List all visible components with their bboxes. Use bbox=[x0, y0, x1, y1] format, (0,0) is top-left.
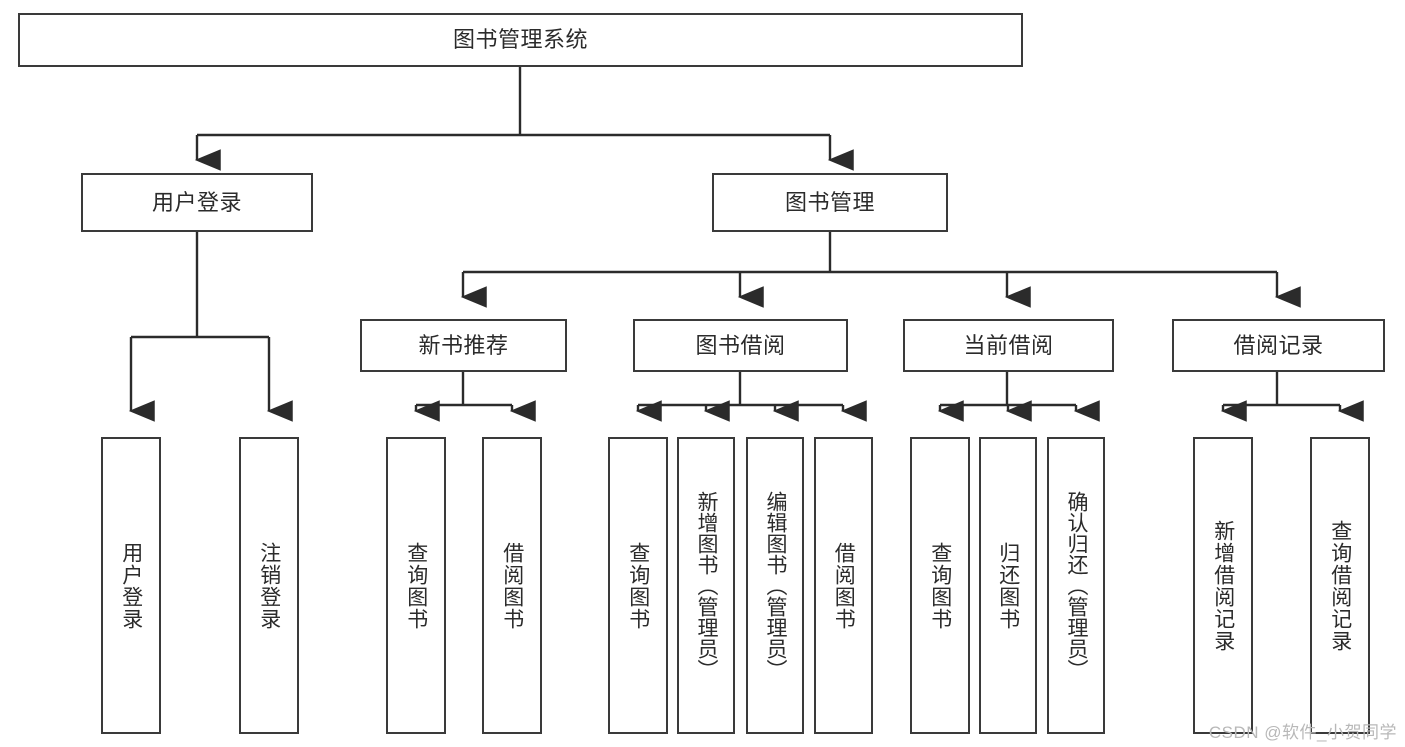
node-label: 编辑图书（管理员） bbox=[764, 491, 788, 680]
node-label: 新书推荐 bbox=[418, 332, 509, 358]
node-label: 图书管理系统 bbox=[452, 27, 588, 53]
leaf-borrow-book-recommend[interactable]: 借阅图书 bbox=[482, 437, 542, 734]
leaf-query-book-current[interactable]: 查询图书 bbox=[910, 437, 970, 734]
node-user-login[interactable]: 用户登录 bbox=[81, 173, 313, 232]
node-label: 借阅图书 bbox=[832, 541, 856, 630]
node-label: 图书借阅 bbox=[695, 332, 786, 358]
leaf-query-book-recommend[interactable]: 查询图书 bbox=[386, 437, 446, 734]
leaf-confirm-return-admin[interactable]: 确认归还（管理员） bbox=[1047, 437, 1105, 734]
node-borrow-records[interactable]: 借阅记录 bbox=[1172, 319, 1385, 372]
leaf-edit-book-admin[interactable]: 编辑图书（管理员） bbox=[746, 437, 804, 734]
leaf-user-login[interactable]: 用户登录 bbox=[101, 437, 161, 734]
node-label: 新增图书（管理员） bbox=[695, 491, 719, 680]
node-current-borrow[interactable]: 当前借阅 bbox=[903, 319, 1114, 372]
node-label: 借阅记录 bbox=[1233, 332, 1324, 358]
node-label: 新增借阅记录 bbox=[1211, 519, 1235, 652]
node-label: 用户登录 bbox=[151, 189, 242, 215]
node-label: 查询图书 bbox=[626, 541, 650, 630]
node-label: 查询借阅记录 bbox=[1328, 519, 1352, 652]
node-book-borrow[interactable]: 图书借阅 bbox=[633, 319, 848, 372]
leaf-query-borrow-record[interactable]: 查询借阅记录 bbox=[1310, 437, 1370, 734]
leaf-return-book[interactable]: 归还图书 bbox=[979, 437, 1037, 734]
node-label: 用户登录 bbox=[119, 541, 143, 630]
node-new-book-recommend[interactable]: 新书推荐 bbox=[360, 319, 567, 372]
watermark-text: CSDN @软件_小贺同学 bbox=[1208, 723, 1397, 742]
node-label: 注销登录 bbox=[257, 541, 281, 630]
leaf-logout[interactable]: 注销登录 bbox=[239, 437, 299, 734]
node-label: 图书管理 bbox=[784, 189, 875, 215]
node-label: 当前借阅 bbox=[963, 332, 1054, 358]
node-root-book-management-system[interactable]: 图书管理系统 bbox=[18, 13, 1023, 67]
node-label: 查询图书 bbox=[928, 541, 952, 630]
node-label: 借阅图书 bbox=[500, 541, 524, 630]
leaf-query-book-borrow[interactable]: 查询图书 bbox=[608, 437, 668, 734]
leaf-add-borrow-record[interactable]: 新增借阅记录 bbox=[1193, 437, 1253, 734]
node-label: 查询图书 bbox=[404, 541, 428, 630]
node-book-management[interactable]: 图书管理 bbox=[712, 173, 948, 232]
leaf-borrow-book[interactable]: 借阅图书 bbox=[814, 437, 873, 734]
node-label: 确认归还（管理员） bbox=[1065, 491, 1089, 680]
leaf-add-book-admin[interactable]: 新增图书（管理员） bbox=[677, 437, 735, 734]
node-label: 归还图书 bbox=[996, 541, 1020, 630]
